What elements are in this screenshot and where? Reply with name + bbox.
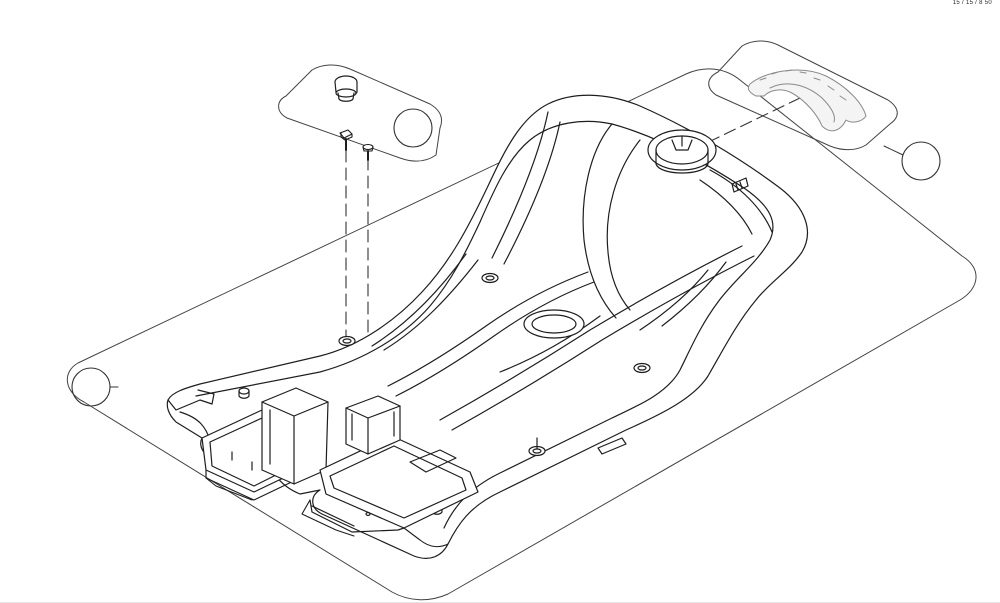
boss-1 — [481, 272, 499, 284]
cap-part — [334, 75, 358, 102]
callout-left — [71, 367, 119, 407]
screw-left — [339, 129, 353, 151]
document-code: 15 / 15 / 8 50 — [952, 0, 992, 6]
callout-top — [393, 108, 433, 148]
boss-2 — [338, 335, 356, 347]
boss-3 — [633, 362, 651, 374]
screw-right — [362, 143, 374, 161]
boss-4 — [528, 437, 546, 457]
clip-part — [747, 69, 867, 132]
front-lips — [205, 477, 449, 548]
right-compartment — [309, 395, 479, 533]
callout-right — [883, 141, 941, 181]
clip-plate — [708, 40, 898, 151]
body-shell — [166, 94, 809, 559]
base-plate — [67, 68, 977, 601]
hardware-plate — [278, 64, 443, 162]
